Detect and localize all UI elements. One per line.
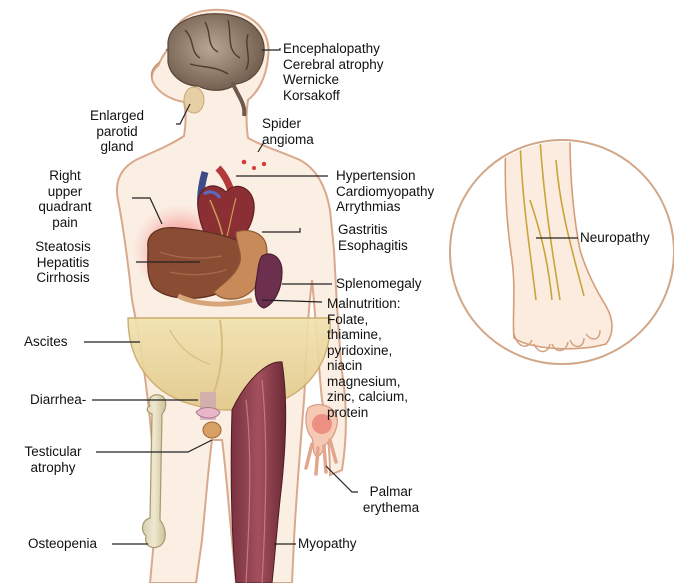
label-osteopenia: Osteopenia (28, 536, 97, 552)
label-heart-effects: Hypertension Cardiomyopathy Arrythmias (336, 168, 434, 215)
label-testicular-atrophy: Testicular atrophy (10, 444, 96, 475)
label-parotid: Enlarged parotid gland (72, 108, 162, 155)
label-palmar-erythema: Palmar erythema (358, 484, 424, 515)
label-malnutrition: Malnutrition: Folate, thiamine, pyridoxi… (327, 296, 408, 420)
label-brain-effects: Encephalopathy Cerebral atrophy Wernicke… (283, 41, 384, 103)
testis-shape (203, 422, 221, 438)
label-spider-angioma: Spider angioma (262, 116, 314, 147)
foot-inset (450, 140, 674, 364)
label-liver-effects: Steatosis Hepatitis Cirrhosis (20, 239, 106, 286)
label-stomach-effects: Gastritis Esophagitis (338, 222, 408, 253)
label-ascites: Ascites (24, 334, 68, 350)
label-myopathy: Myopathy (298, 536, 357, 552)
label-neuropathy: Neuropathy (580, 230, 650, 246)
label-ruq-pain: Right upper quadrant pain (28, 168, 102, 230)
label-splenomegaly: Splenomegaly (336, 276, 422, 292)
label-diarrhea: Diarrhea- (30, 392, 86, 408)
